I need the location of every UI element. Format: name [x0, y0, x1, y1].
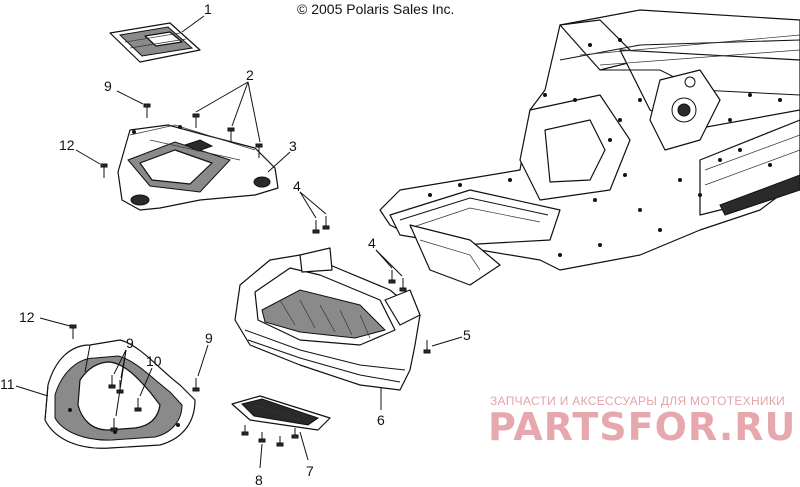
callout-11: 11: [0, 376, 15, 392]
callout-2: 2: [246, 67, 254, 83]
part-1-cover-plate: [109, 22, 201, 63]
callout-7: 7: [306, 463, 314, 479]
screws-4-upper: [312, 216, 330, 234]
callout-4-upper: 4: [293, 178, 301, 194]
frame-rivets: [428, 38, 782, 257]
leader-lines: [15, 15, 463, 469]
callout-9-bumper: 9: [126, 335, 134, 351]
screw-9-top: [143, 103, 151, 118]
callout-labels: 1 2 9 12 3 4 4 5 12 9 9 10 11 6 8 7: [0, 1, 471, 487]
part-11-front-bumper: [44, 339, 196, 449]
callout-1: 1: [204, 1, 212, 17]
callout-12-bottom: 12: [19, 309, 35, 325]
part-3-console-panel: [117, 124, 279, 211]
part-6-belly-pan: [234, 247, 421, 391]
screw-12-bottom: [69, 324, 77, 339]
callout-6: 6: [377, 412, 385, 428]
callout-12-top: 12: [59, 137, 75, 153]
screw-10: [134, 398, 142, 412]
watermark-logo: PARTSFOR.RU: [488, 405, 796, 449]
screws-8: [241, 425, 299, 447]
watermark-tagline: ЗАПЧАСТИ И АКСЕССУАРЫ ДЛЯ МОТОТЕХНИКИ: [490, 394, 785, 408]
callout-10: 10: [146, 353, 162, 369]
part-7-bracket-plate: [231, 395, 331, 431]
screws-4-lower: [388, 270, 407, 292]
screw-5: [423, 340, 431, 354]
screws-2: [192, 113, 263, 158]
callout-9-right: 9: [205, 330, 213, 346]
copyright-text: © 2005 Polaris Sales Inc.: [297, 1, 454, 17]
chassis-frame: [379, 9, 800, 286]
callout-3: 3: [289, 138, 297, 154]
screw-12-top: [100, 163, 108, 178]
watermark: ЗАПЧАСТИ И АКСЕССУАРЫ ДЛЯ МОТОТЕХНИКИ PA…: [488, 394, 796, 449]
belly-pan-ribs: [279, 299, 371, 339]
callout-8: 8: [255, 472, 263, 487]
callout-9-top: 9: [104, 78, 112, 94]
callout-5: 5: [463, 327, 471, 343]
callout-4-lower: 4: [368, 235, 376, 251]
